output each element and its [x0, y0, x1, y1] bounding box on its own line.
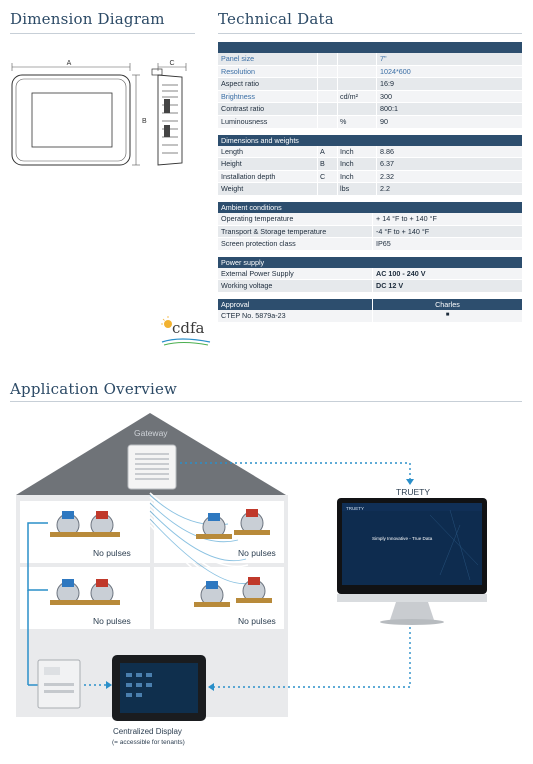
- divider: [10, 401, 522, 402]
- table-row: Luminousness%90: [218, 115, 522, 129]
- monitor-headline: Simply Innovative - True Data: [372, 536, 433, 541]
- dimension-drawing: A B C: [11, 60, 187, 166]
- label-a: A: [67, 60, 72, 67]
- application-overview-heading: Application Overview: [10, 380, 178, 398]
- section-header: Ambient conditions: [218, 201, 522, 213]
- water-meter-icon: [194, 581, 230, 607]
- water-meter-icon: [236, 577, 272, 603]
- table-row: CTEP No. 5879a-23■: [218, 309, 522, 323]
- no-pulses-label: No pulses: [238, 548, 276, 558]
- water-meter-icon: [234, 509, 270, 535]
- ambient-section: Ambient conditions Operating temperature…: [218, 201, 522, 251]
- application-overview-diagram: [16, 413, 487, 721]
- technical-data-heading: Technical Data: [218, 10, 334, 28]
- divider: [218, 33, 522, 34]
- section-header: Dimensions and weights: [218, 134, 522, 146]
- centralized-display-device: [112, 655, 206, 721]
- water-meter-icon: [84, 579, 120, 605]
- no-pulses-label: No pulses: [93, 548, 131, 558]
- divider: [10, 33, 195, 34]
- label-c: C: [169, 60, 174, 67]
- no-pulses-label: No pulses: [93, 616, 131, 626]
- gateway-label: Gateway: [134, 428, 168, 438]
- section-header: [218, 42, 522, 53]
- apartment: [20, 567, 150, 629]
- dimension-diagram-heading: Dimension Diagram: [10, 10, 165, 28]
- water-meter-icon: [50, 579, 86, 605]
- cdfa-logo: cdfa: [160, 314, 212, 348]
- water-meter-icon: [50, 511, 86, 537]
- no-pulses-label: No pulses: [238, 616, 276, 626]
- gateway-device: [127, 444, 177, 490]
- truety-label: TRUETY: [396, 487, 430, 497]
- water-meter-icon: [84, 511, 120, 537]
- water-meter-icon: [196, 513, 232, 539]
- table-row: Operating temperature+ 14 °F to + 140 °F: [218, 212, 522, 226]
- centralized-display-label: Centralized Display: [113, 727, 182, 736]
- label-b: B: [142, 118, 147, 125]
- table-row: Transport & Storage temperature-4 °F to …: [218, 225, 522, 239]
- concentrator-device: [37, 659, 81, 709]
- monitor-brand: TRUETY: [346, 506, 364, 511]
- section-header: Power supply: [218, 256, 522, 268]
- monitor-device: [337, 498, 487, 625]
- centralized-display-note: (= accessible for tenants): [112, 739, 185, 746]
